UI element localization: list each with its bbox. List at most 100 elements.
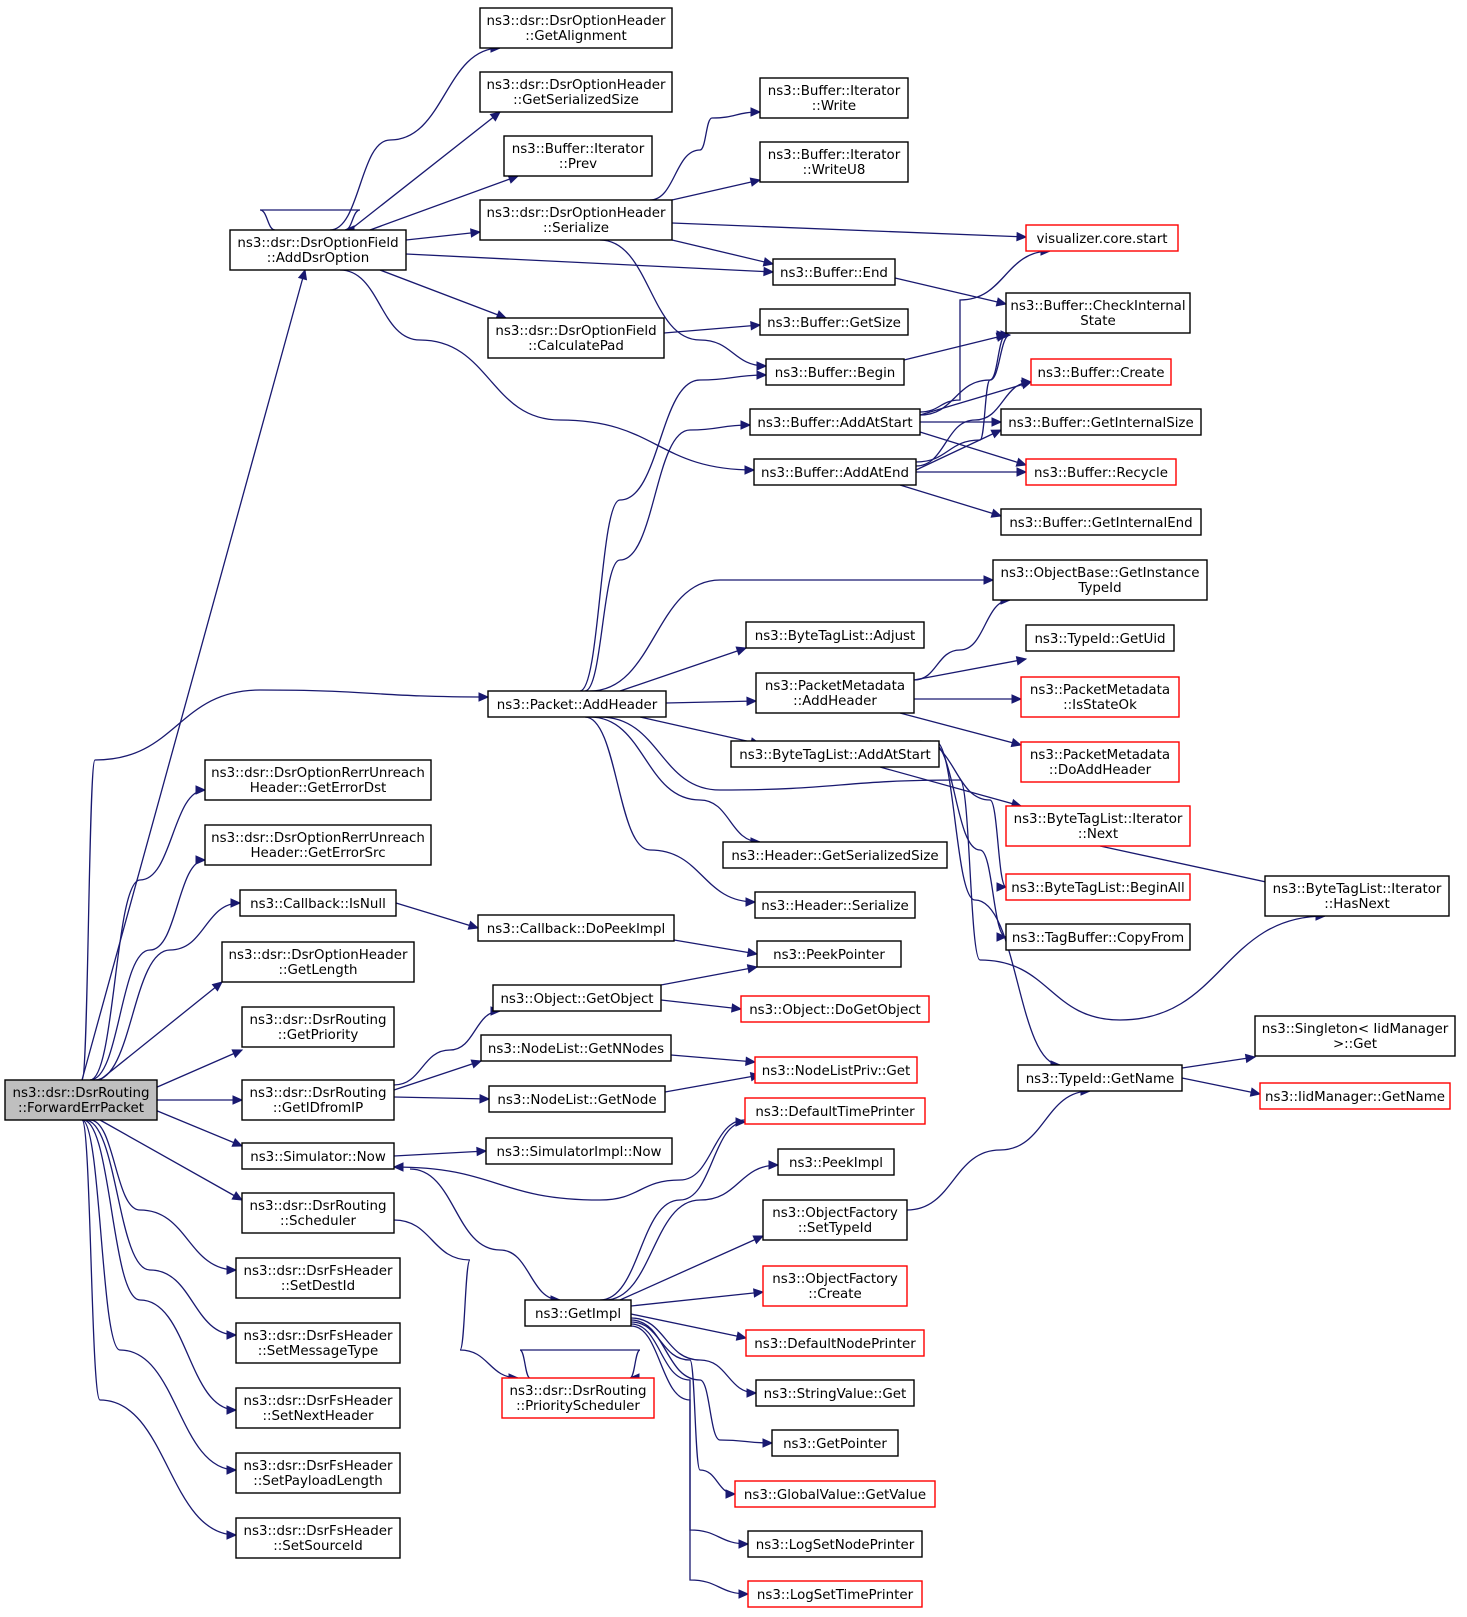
node-logSetNodePrinter[interactable]: ns3::LogSetNodePrinter	[747, 1530, 923, 1558]
node-cbDoPeekImpl[interactable]: ns3::Callback::DoPeekImpl	[477, 914, 675, 942]
node-globalGetValue[interactable]: ns3::GlobalValue::GetValue	[734, 1480, 936, 1508]
node-hdrGetSerializedSize[interactable]: ns3::Header::GetSerializedSize	[722, 841, 948, 869]
node-iterPrev[interactable]: ns3::Buffer::Iterator::Prev	[503, 135, 653, 177]
node-nlGetNode[interactable]: ns3::NodeList::GetNode	[488, 1085, 666, 1113]
node-iidGetName[interactable]: ns3::IidManager::GetName	[1259, 1082, 1451, 1110]
node-root[interactable]: ns3::dsr::DsrRouting::ForwardErrPacket	[4, 1079, 158, 1121]
node-btlAdjust[interactable]: ns3::ByteTagList::Adjust	[745, 621, 925, 649]
node-bufGetInternalSize[interactable]: ns3::Buffer::GetInternalSize	[1000, 408, 1202, 436]
edge-cbDoPeekImpl-to-peekPointer	[673, 939, 759, 958]
node-singletonGet[interactable]: ns3::Singleton< IidManager>::Get	[1254, 1015, 1456, 1057]
node-setPayloadLength[interactable]: ns3::dsr::DsrFsHeader::SetPayloadLength	[235, 1452, 401, 1494]
node-setDestId[interactable]: ns3::dsr::DsrFsHeader::SetDestId	[235, 1257, 401, 1299]
node-objGetObject[interactable]: ns3::Object::GetObject	[492, 984, 662, 1012]
node-ofSetTypeId[interactable]: ns3::ObjectFactory::SetTypeId	[762, 1199, 908, 1241]
edge-bufAddAtEnd-to-bufGetInternalSize	[915, 429, 1003, 471]
node-defaultTimePrinter[interactable]: ns3::DefaultTimePrinter	[744, 1097, 926, 1125]
node-setNextHeader[interactable]: ns3::dsr::DsrFsHeader::SetNextHeader	[235, 1387, 401, 1429]
node-hdrSerialize[interactable]: ns3::Header::Serialize	[754, 891, 916, 919]
edge-bufAddAtStart-to-bufGetInternalSize	[920, 417, 1003, 427]
node-nlGetNNodes[interactable]: ns3::NodeList::GetNNodes	[480, 1034, 672, 1062]
edge-simNow-to-simImplNow	[393, 1146, 488, 1157]
node-peekImpl[interactable]: ns3::PeekImpl	[777, 1148, 895, 1176]
node-bufBegin[interactable]: ns3::Buffer::Begin	[765, 358, 905, 386]
node-label: ns3::GlobalValue::GetValue	[744, 1488, 926, 1503]
node-bufRecycle[interactable]: ns3::Buffer::Recycle	[1025, 458, 1177, 486]
node-btlIterHasNext[interactable]: ns3::ByteTagList::Iterator::HasNext	[1264, 875, 1450, 917]
node-label: ::WriteU8	[803, 163, 866, 178]
node-getPointer[interactable]: ns3::GetPointer	[771, 1429, 899, 1457]
node-btlBeginAll[interactable]: ns3::ByteTagList::BeginAll	[1005, 873, 1191, 901]
node-bufAddAtEnd[interactable]: ns3::Buffer::AddAtEnd	[753, 458, 917, 486]
edge-getImpl-to-defaultNodePrinter	[630, 1313, 748, 1341]
edge-packetAddHeader-to-btlAdjust	[619, 646, 748, 692]
node-typeIdGetUid[interactable]: ns3::TypeId::GetUid	[1025, 624, 1175, 652]
edge-bufAddAtEnd-to-bufGetInternalEnd	[899, 484, 1003, 518]
edge-nlGetNNodes-to-nlpGet	[670, 1054, 757, 1066]
node-tagBufCopyFrom[interactable]: ns3::TagBuffer::CopyFrom	[1005, 923, 1191, 951]
node-nlpGet[interactable]: ns3::NodeListPriv::Get	[754, 1056, 918, 1084]
node-label: ::SetSourceId	[273, 1539, 362, 1554]
node-iterWrite[interactable]: ns3::Buffer::Iterator::Write	[759, 77, 909, 119]
node-peekPointer[interactable]: ns3::PeekPointer	[756, 940, 902, 968]
node-stringValueGet[interactable]: ns3::StringValue::Get	[755, 1379, 915, 1407]
edge-addDsrOption-to-optSerialize	[405, 228, 482, 241]
node-getImpl[interactable]: ns3::GetImpl	[524, 1299, 632, 1327]
node-getSerializedSizeOpt[interactable]: ns3::dsr::DsrOptionHeader::GetSerialized…	[479, 71, 673, 113]
node-vizStart[interactable]: visualizer.core.start	[1025, 224, 1179, 252]
node-logSetTimePrinter[interactable]: ns3::LogSetTimePrinter	[747, 1580, 923, 1608]
node-btlIterNext[interactable]: ns3::ByteTagList::Iterator::Next	[1005, 805, 1191, 847]
node-getErrorDst[interactable]: ns3::dsr::DsrOptionRerrUnreachHeader::Ge…	[204, 759, 432, 801]
node-bufAddAtStart[interactable]: ns3::Buffer::AddAtStart	[749, 408, 921, 436]
node-priorityScheduler[interactable]: ns3::dsr::DsrRouting::PriorityScheduler	[501, 1377, 655, 1419]
node-addDsrOption[interactable]: ns3::dsr::DsrOptionField::AddDsrOption	[229, 229, 407, 271]
node-typeIdGetName[interactable]: ns3::TypeId::GetName	[1017, 1064, 1183, 1092]
node-getIDfromIP[interactable]: ns3::dsr::DsrRouting::GetIDfromIP	[241, 1079, 395, 1121]
node-cbIsNull[interactable]: ns3::Callback::IsNull	[239, 889, 397, 917]
edge-root-to-getErrorSrc	[89, 855, 207, 1081]
node-defaultNodePrinter[interactable]: ns3::DefaultNodePrinter	[745, 1329, 925, 1357]
node-ofCreate[interactable]: ns3::ObjectFactory::Create	[762, 1265, 908, 1307]
node-bufCreate[interactable]: ns3::Buffer::Create	[1030, 358, 1172, 386]
node-bufEnd[interactable]: ns3::Buffer::End	[772, 258, 896, 286]
node-optSerialize[interactable]: ns3::dsr::DsrOptionHeader::Serialize	[479, 199, 673, 241]
node-getAlignment[interactable]: ns3::dsr::DsrOptionHeader::GetAlignment	[479, 7, 673, 49]
edge-getIDfromIP-to-nlGetNNodes	[393, 1059, 483, 1091]
node-label: ::SetDestId	[281, 1279, 355, 1294]
node-label: ns3::Buffer::AddAtEnd	[761, 466, 909, 481]
node-pmIsStateOk[interactable]: ns3::PacketMetadata::IsStateOk	[1020, 676, 1180, 718]
node-label: ns3::dsr::DsrRouting	[510, 1384, 647, 1399]
node-bufGetSize[interactable]: ns3::Buffer::GetSize	[759, 308, 909, 336]
node-simImplNow[interactable]: ns3::SimulatorImpl::Now	[485, 1137, 673, 1165]
node-objDoGetObject[interactable]: ns3::Object::DoGetObject	[740, 995, 930, 1023]
node-getErrorSrc[interactable]: ns3::dsr::DsrOptionRerrUnreachHeader::Ge…	[204, 824, 432, 866]
node-label: ns3::Callback::IsNull	[250, 897, 386, 912]
node-label: ns3::ByteTagList::Iterator	[1014, 812, 1183, 827]
node-calculatePad[interactable]: ns3::dsr::DsrOptionField::CalculatePad	[487, 317, 665, 359]
node-label: ns3::LogSetTimePrinter	[757, 1588, 914, 1603]
node-getPriority[interactable]: ns3::dsr::DsrRouting::GetPriority	[241, 1006, 395, 1048]
node-setMessageType[interactable]: ns3::dsr::DsrFsHeader::SetMessageType	[235, 1322, 401, 1364]
node-optGetLength[interactable]: ns3::dsr::DsrOptionHeader::GetLength	[221, 941, 415, 983]
node-setSourceId[interactable]: ns3::dsr::DsrFsHeader::SetSourceId	[235, 1517, 401, 1559]
node-packetAddHeader[interactable]: ns3::Packet::AddHeader	[487, 690, 667, 718]
node-label: ::Prev	[559, 157, 597, 172]
edge-optSerialize-to-bufEnd	[671, 239, 775, 267]
node-bufGetInternalEnd[interactable]: ns3::Buffer::GetInternalEnd	[1000, 508, 1202, 536]
node-label: ns3::dsr::DsrOptionRerrUnreach	[211, 766, 425, 781]
node-scheduler[interactable]: ns3::dsr::DsrRouting::Scheduler	[241, 1192, 395, 1234]
node-label: ns3::Packet::AddHeader	[497, 698, 658, 713]
edge-getIDfromIP-to-nlGetNode	[393, 1094, 491, 1104]
node-pmAddHeader[interactable]: ns3::PacketMetadata::AddHeader	[755, 672, 915, 714]
node-label: ::Write	[812, 99, 856, 114]
node-iterWriteU8[interactable]: ns3::Buffer::Iterator::WriteU8	[759, 141, 909, 183]
node-label: ns3::DefaultTimePrinter	[755, 1105, 915, 1120]
edge-root-to-optGetLength	[99, 981, 223, 1081]
edge-getImpl-to-peekImpl	[604, 1160, 780, 1301]
node-label: ns3::Callback::DoPeekImpl	[487, 922, 665, 937]
node-pmDoAddHeader[interactable]: ns3::PacketMetadata::DoAddHeader	[1020, 741, 1180, 783]
node-btlAddAtStart[interactable]: ns3::ByteTagList::AddAtStart	[730, 740, 940, 768]
node-simNow[interactable]: ns3::Simulator::Now	[241, 1142, 395, 1170]
